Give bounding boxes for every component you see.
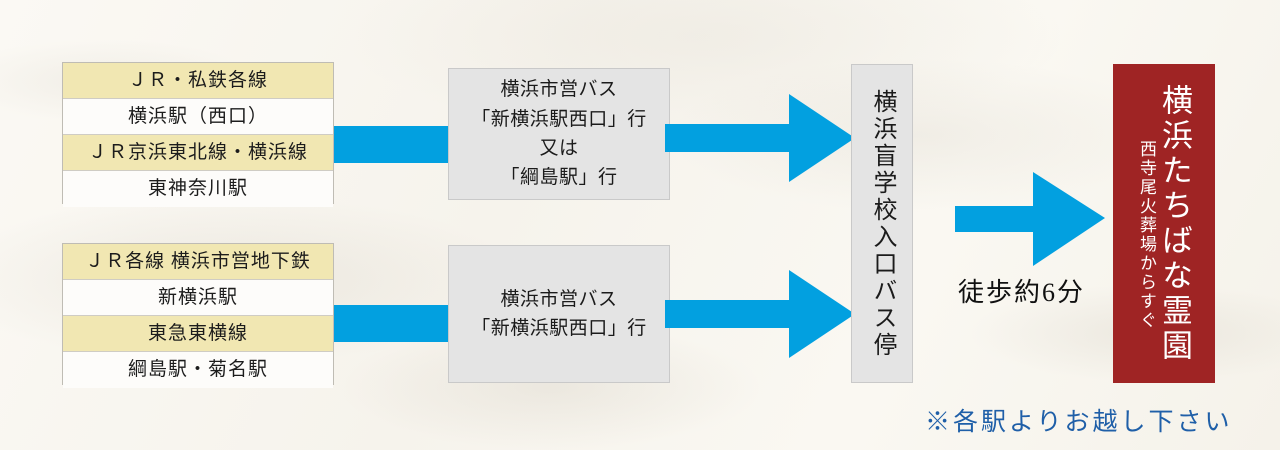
bus-route-line: 横浜市営バス [500,288,618,310]
bus-route-line: 横浜市営バス [500,79,618,101]
destination-subtitle: 西寺尾火葬場からすぐ [1137,139,1156,330]
arrow-icon-upper [665,94,855,182]
bus-route-line: 又は [539,138,579,159]
station-table-row: 東急東横線 [63,316,333,352]
destination-name: 横浜たちばな霊園 [1157,83,1192,364]
bus-route-text-lower: 横浜市営バス 「新横浜駅西口」行 [471,285,647,344]
station-table-row: ＪＲ・私鉄各線 [63,63,333,99]
bus-route-line: 「綱島駅」行 [500,167,618,189]
connector-bar-lower [334,305,450,342]
footer-note: ※各駅よりお越し下さい [925,409,1233,436]
station-table-row: 東神奈川駅 [63,171,333,207]
destination-box: 横浜たちばな霊園 西寺尾火葬場からすぐ [1113,64,1215,383]
station-table-row: 横浜駅（西口） [63,99,333,135]
station-table-row: ＪＲ各線 横浜市営地下鉄 [63,244,333,280]
bus-route-text-upper: 横浜市営バス 「新横浜駅西口」行 又は 「綱島駅」行 [471,75,647,193]
walk-time-label: 徒歩約6分 [958,278,1086,307]
station-table-lower: ＪＲ各線 横浜市営地下鉄 新横浜駅 東急東横線 綱島駅・菊名駅 [62,243,334,388]
station-table-row: 綱島駅・菊名駅 [63,352,333,388]
bus-route-box-upper: 横浜市営バス 「新横浜駅西口」行 又は 「綱島駅」行 [448,68,670,200]
station-table-row: 新横浜駅 [63,280,333,316]
arrow-icon-walk [955,172,1105,266]
connector-bar-upper [334,126,450,163]
bus-stop-label: 横浜盲学校入口バス停 [869,88,895,359]
arrow-icon-lower [665,270,855,358]
bus-stop-box: 横浜盲学校入口バス停 [851,64,913,383]
bus-route-line: 「新横浜駅西口」行 [471,108,647,130]
station-table-row: ＪＲ京浜東北線・横浜線 [63,135,333,171]
bus-route-line: 「新横浜駅西口」行 [471,318,647,339]
bus-route-box-lower: 横浜市営バス 「新横浜駅西口」行 [448,245,670,383]
station-table-upper: ＪＲ・私鉄各線 横浜駅（西口） ＪＲ京浜東北線・横浜線 東神奈川駅 [62,62,334,207]
